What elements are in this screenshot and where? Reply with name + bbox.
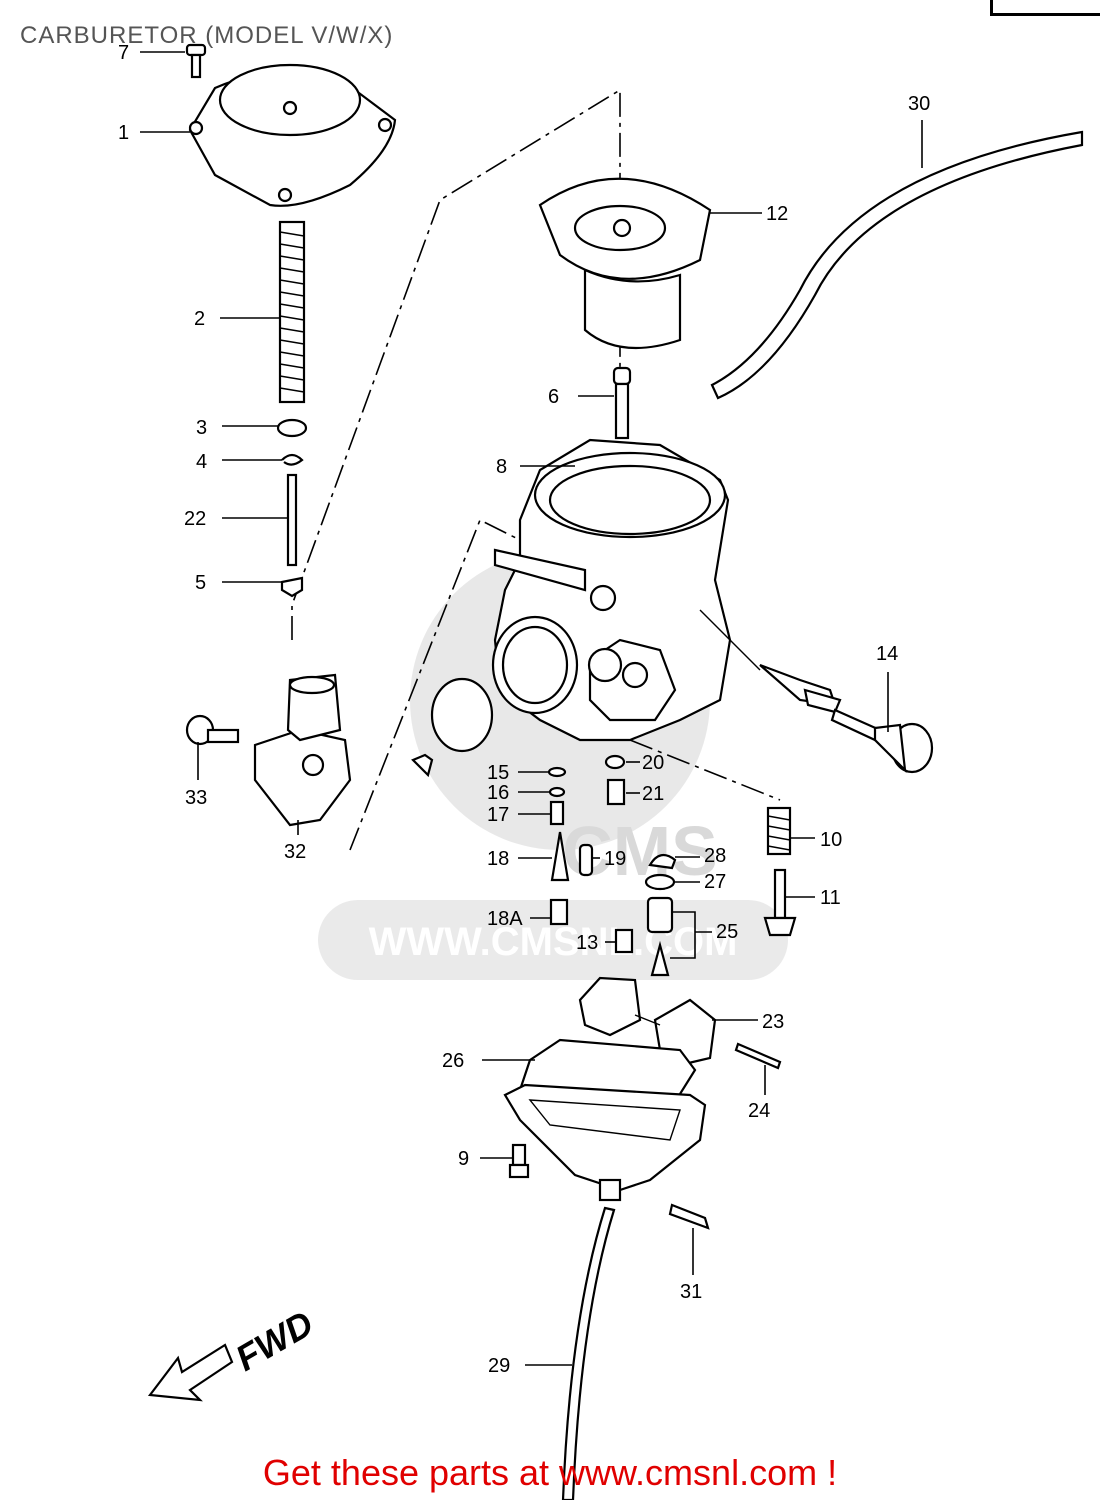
callout-10: 10: [820, 829, 842, 851]
part-2-spring: [278, 220, 306, 404]
part-18a-plug: [549, 898, 569, 926]
callout-12: 12: [766, 203, 788, 225]
callout-3: 3: [196, 417, 207, 439]
callout-1: 1: [118, 122, 129, 144]
callout-28: 28: [704, 845, 726, 867]
float-bowl: [503, 1083, 707, 1202]
part-23-float: [578, 976, 717, 1067]
part-15-washer: [547, 766, 567, 778]
part-33-screw: [185, 714, 240, 746]
callout-31: 31: [680, 1281, 702, 1303]
leader-lines: [140, 51, 923, 1366]
part-21-screw: [606, 778, 626, 806]
part-31-drain-screw: [668, 1203, 710, 1230]
callout-18a: 18A: [487, 908, 523, 930]
part-19-jet: [578, 843, 594, 877]
callout-11: 11: [820, 887, 841, 909]
part-12-diaphragm-piston: [538, 177, 712, 350]
callout-25: 25: [716, 921, 738, 943]
callout-2: 2: [194, 308, 205, 330]
callout-5: 5: [195, 572, 206, 594]
callout-24: 24: [748, 1100, 770, 1122]
forward-direction-indicator: FWD: [147, 1302, 320, 1402]
callout-21: 21: [642, 783, 664, 805]
part-1-top-cover: [188, 63, 397, 207]
callout-labels: 7 1 2 3 4 22 5 6 8 12 30 14 33 32 15 16 …: [118, 42, 930, 1377]
callout-26: 26: [442, 1050, 464, 1072]
callout-19: 19: [604, 848, 626, 870]
callout-14: 14: [876, 643, 898, 665]
callout-32: 32: [284, 841, 306, 863]
guide-line-right: [629, 739, 781, 801]
part-28-cap: [648, 853, 677, 870]
callout-4: 4: [196, 451, 207, 473]
fwd-label: FWD: [229, 1302, 320, 1378]
part-5-retainer: [280, 576, 304, 598]
part-24-float-pin: [734, 1042, 782, 1070]
part-10-spring: [766, 806, 792, 856]
throttle-valve-disc: [430, 677, 494, 753]
part-17-spring: [549, 800, 565, 826]
part-25-needle-valve: [646, 896, 674, 977]
part-16-o-ring: [548, 786, 566, 798]
part-6-screw: [612, 366, 632, 440]
callout-15: 15: [487, 762, 509, 784]
part-30-vent-hose: [710, 130, 1084, 400]
callout-22: 22: [184, 508, 206, 530]
part-14-starter-cable: [759, 663, 934, 774]
callout-18: 18: [487, 848, 509, 870]
page-title: CARBURETOR (MODEL V/W/X): [20, 22, 394, 49]
part-18-pilot-screw: [550, 831, 570, 882]
watermark-url: WWW.CMSNL.COM: [369, 920, 738, 964]
part-29-drain-hose: [561, 1206, 616, 1500]
part-22-jet-needle: [286, 473, 298, 567]
callout-30: 30: [908, 93, 930, 115]
part-3-washer: [276, 418, 308, 438]
callout-23: 23: [762, 1011, 784, 1033]
callout-17: 17: [487, 804, 509, 826]
carburetor-body: [491, 438, 761, 742]
forward-arrow-icon: [147, 1343, 234, 1402]
callout-13: 13: [576, 932, 598, 954]
callout-7: 7: [118, 42, 129, 64]
part-13-screw: [614, 928, 634, 954]
corner-frame: [990, 0, 1100, 16]
part-4-clip: [281, 453, 304, 466]
part-20-washer: [604, 754, 626, 770]
part-7-screw: [185, 43, 207, 79]
callout-6: 6: [548, 386, 559, 408]
part-9-screw: [508, 1143, 530, 1179]
callout-29: 29: [488, 1355, 510, 1377]
promo-banner[interactable]: Get these parts at www.cmsnl.com !: [262, 1452, 838, 1493]
callout-27: 27: [704, 871, 726, 893]
disc-screw: [411, 753, 434, 778]
callout-8: 8: [496, 456, 507, 478]
callout-16: 16: [487, 782, 509, 804]
part-11-screw: [763, 868, 797, 937]
part-32-throttle-sensor: [253, 673, 352, 827]
callout-9: 9: [458, 1148, 469, 1170]
part-27-o-ring: [644, 873, 676, 891]
callout-20: 20: [642, 752, 664, 774]
callout-33: 33: [185, 787, 207, 809]
